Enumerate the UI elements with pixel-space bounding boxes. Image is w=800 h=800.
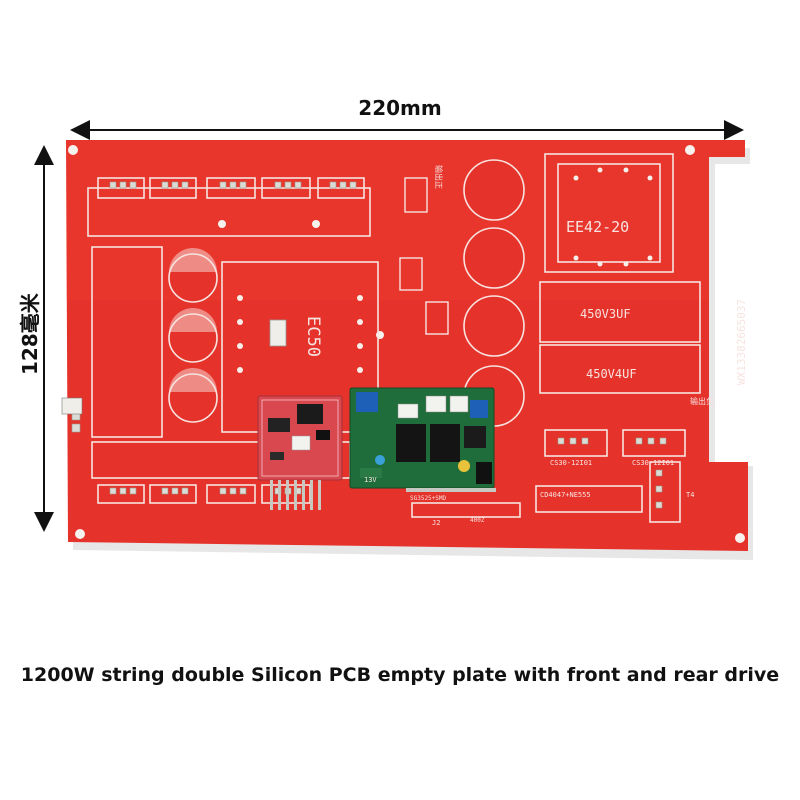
cap-block-2-label: 450V4UF: [586, 367, 637, 381]
t4-label: T4: [686, 491, 694, 499]
jumper-label: J2: [432, 519, 440, 527]
cap-block-2-outline: [539, 344, 701, 394]
driver-ic-label: CD4047+NE555: [540, 491, 591, 499]
width-dimension-label: 220mm: [358, 96, 442, 120]
caption: 1200W string double Silicon PCB empty pl…: [20, 664, 780, 686]
output-pos-label: 输出正: [434, 165, 444, 189]
inductor-2-label: CS30-12I01: [632, 459, 674, 467]
mosfet-heatsink-outline-top: [87, 187, 371, 237]
pcb-board: [66, 140, 748, 551]
cap-block-1-outline: [539, 281, 701, 343]
ee42-outline: [544, 153, 674, 273]
module-13v-label: 13V: [364, 476, 377, 484]
cap-block-1-label: 450V3UF: [580, 307, 631, 321]
ee42-label: EE42-20: [566, 218, 629, 236]
output-neg-label: 输出负: [690, 396, 714, 406]
ec50-label: EC50: [303, 316, 323, 357]
sg-chip-label: SG3525+SMD: [410, 495, 447, 502]
inductor-1-label: CS30-12I01: [550, 459, 592, 467]
green-driver-module: [349, 387, 496, 492]
electrolytic-caps-left: [168, 248, 218, 423]
resistor-label: 400Z: [470, 517, 485, 524]
red-driver-module: [257, 395, 343, 510]
serial-label: WX13382665037: [735, 299, 748, 385]
